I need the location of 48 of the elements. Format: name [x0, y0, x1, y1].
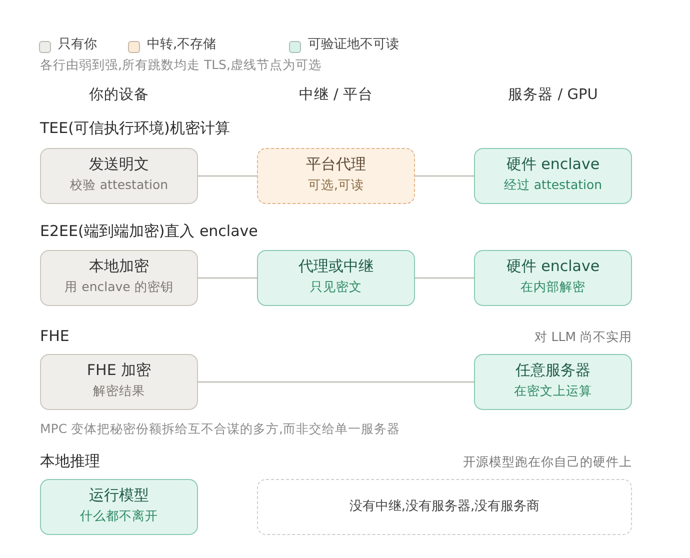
row-heading: TEE(可信执行环境)机密计算 — [40, 119, 230, 137]
row-note: 对 LLM 尚不实用 — [534, 328, 632, 346]
row-note: 开源模型跑在你自己的硬件上 — [463, 453, 632, 471]
box-caption: 什么都不离开 — [80, 508, 158, 524]
box-caption: 校验 attestation — [70, 177, 168, 193]
note-text: MPC 变体把秘密份额拆给互不合谋的多方,而非交给单一服务器 — [40, 420, 400, 438]
note-text: 各行由弱到强,所有跳数均走 TLS,虚线节点为可选 — [40, 56, 322, 74]
box-caption: 经过 attestation — [504, 177, 602, 193]
box-title: 没有中继,没有服务器,没有服务商 — [349, 498, 540, 516]
step-box — [474, 148, 632, 204]
box-caption: 可选,可读 — [308, 177, 364, 193]
column-heading: 服务器 / GPU — [508, 86, 598, 104]
box-title: 运行模型 — [89, 486, 149, 504]
box-title: 硬件 enclave — [506, 155, 600, 173]
step-box — [40, 250, 198, 306]
step-box — [40, 354, 198, 410]
row-heading: E2EE(端到端加密)直入 enclave — [40, 222, 258, 240]
connector-line — [198, 381, 474, 383]
box-title: 发送明文 — [89, 155, 149, 173]
box-caption: 解密结果 — [93, 383, 145, 399]
column-heading: 中继 / 平台 — [298, 86, 374, 104]
box-title: 平台代理 — [306, 155, 366, 173]
row-heading: 本地推理 — [40, 452, 100, 470]
connector-line — [198, 277, 257, 279]
legend-label: 中转,不存储 — [147, 37, 216, 53]
legend-label: 只有你 — [58, 37, 97, 53]
box-caption: 在内部解密 — [520, 279, 586, 295]
box-title: 代理或中继 — [298, 257, 374, 275]
box-caption: 在密文上运算 — [514, 383, 592, 399]
dashed-step-box — [257, 479, 632, 535]
box-title: 硬件 enclave — [506, 257, 600, 275]
step-box — [474, 250, 632, 306]
legend-label: 可验证地不可读 — [308, 37, 399, 53]
step-box — [474, 354, 632, 410]
box-title: FHE 加密 — [86, 361, 152, 379]
connector-line — [415, 277, 474, 279]
step-box — [257, 250, 415, 306]
box-caption: 只见密文 — [310, 279, 362, 295]
box-title: 本地加密 — [89, 257, 149, 275]
box-title: 任意服务器 — [516, 361, 590, 379]
connector-line — [198, 175, 257, 177]
step-box — [40, 479, 198, 535]
connector-line — [415, 175, 474, 177]
dashed-step-box — [257, 148, 415, 204]
step-box — [40, 148, 198, 204]
box-caption: 用 enclave 的密钥 — [64, 279, 174, 295]
column-heading: 你的设备 — [89, 86, 149, 104]
row-heading: FHE — [40, 327, 70, 345]
